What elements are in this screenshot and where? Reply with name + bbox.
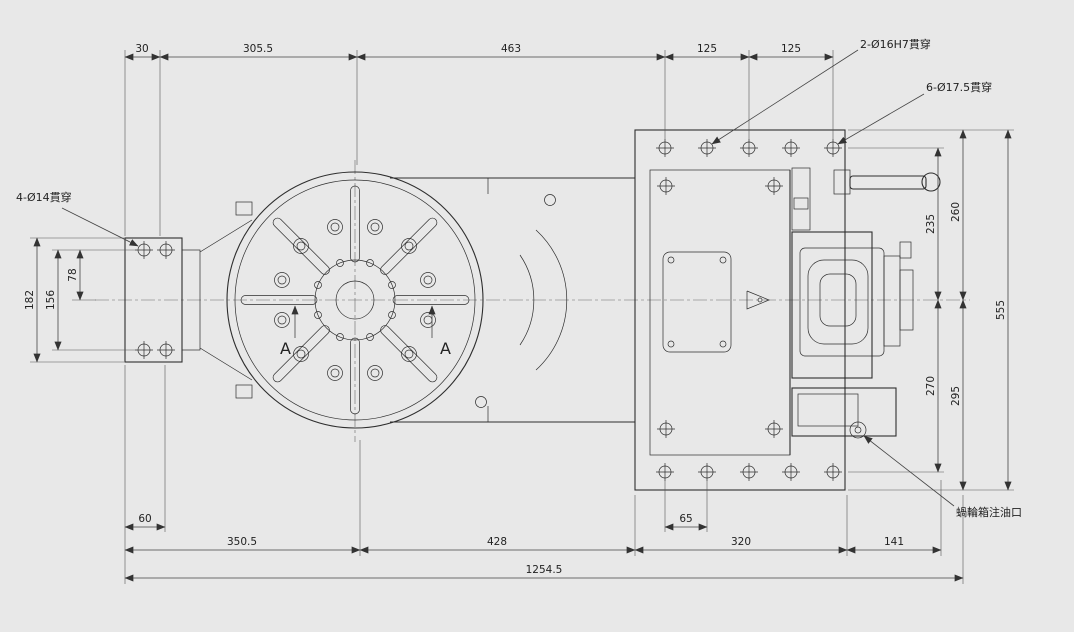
- dim-right-295: 295: [950, 386, 962, 406]
- dim-top-30: 30: [135, 43, 148, 55]
- label-top-holes-2: 6-Ø17.5貫穿: [926, 80, 992, 94]
- label-oil-port: 蝸輪箱注油口: [956, 505, 1022, 519]
- dim-bottom-350-5: 350.5: [227, 536, 257, 548]
- rotary-table-face: [226, 171, 484, 429]
- dim-top-305-5: 305.5: [243, 43, 273, 55]
- dim-right-555: 555: [995, 300, 1007, 320]
- dim-bottom-320: 320: [731, 536, 751, 548]
- dim-right-270: 270: [925, 376, 937, 396]
- dim-bottom-428: 428: [487, 536, 507, 548]
- dim-right-260: 260: [950, 202, 962, 222]
- dim-bottom-60: 60: [138, 513, 151, 525]
- base-plate: [634, 129, 846, 491]
- dim-bottom-65: 65: [679, 513, 692, 525]
- dim-top-125b: 125: [781, 43, 801, 55]
- housing: [390, 177, 635, 423]
- dimension-bottom-group: 60 65 350.5 428 320 141 1254.5: [124, 365, 964, 584]
- leader-callouts: 4-Ø14貫穿 2-Ø16H7貫穿 6-Ø17.5貫穿 蝸輪箱注油口: [16, 37, 1022, 519]
- dim-top-125a: 125: [697, 43, 717, 55]
- gearbox: [791, 387, 897, 439]
- pointer-mark: [746, 290, 770, 310]
- section-markers: A A: [280, 305, 451, 358]
- section-marker-a1: A: [280, 339, 291, 358]
- dim-right-235: 235: [925, 214, 937, 234]
- dimension-right-group: 235 260 270 295 555: [848, 129, 1014, 491]
- label-top-holes-1: 2-Ø16H7貫穿: [860, 37, 931, 51]
- dimension-left-group: 182 156 78: [24, 237, 140, 363]
- dim-left-182: 182: [24, 290, 36, 310]
- dimension-top-chain: 30 305.5 463 125 125: [124, 43, 834, 236]
- dim-left-78: 78: [67, 268, 79, 281]
- section-marker-a2: A: [440, 339, 451, 358]
- left-bracket: [124, 201, 253, 399]
- dim-left-156: 156: [45, 290, 57, 310]
- motor-unit: [791, 167, 941, 439]
- dim-bottom-141: 141: [884, 536, 904, 548]
- oil-port: [849, 421, 867, 439]
- label-left-holes: 4-Ø14貫穿: [16, 190, 72, 204]
- dim-overall-1254-5: 1254.5: [526, 564, 563, 576]
- dim-top-463: 463: [501, 43, 521, 55]
- access-panel: [662, 251, 732, 353]
